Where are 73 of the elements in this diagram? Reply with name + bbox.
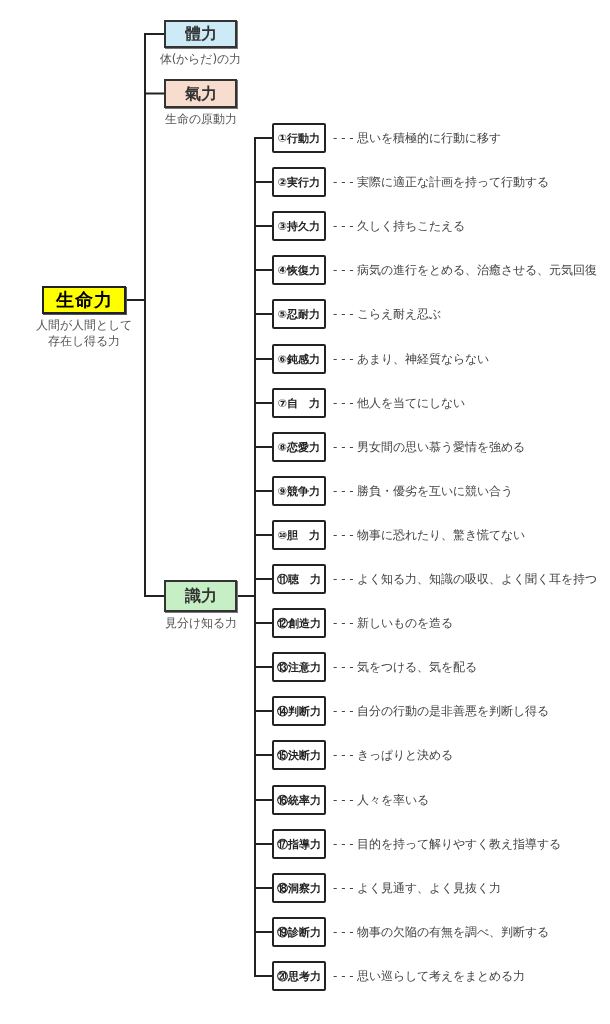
description-text: - - - きっぱりと決める: [333, 747, 454, 763]
root-concept-box: [42, 286, 126, 314]
ability-box: [272, 344, 326, 374]
description-text: - - - 気をつける、気を配る: [333, 659, 478, 675]
node-label: ⑯統率力: [277, 794, 321, 806]
description-text: - - - 実際に適正な計画を持って行動する: [333, 174, 550, 190]
ability-box: [272, 873, 326, 903]
node-label: 識力: [184, 588, 217, 604]
node-label: ⑳思考力: [277, 970, 321, 982]
caption-text: 体(からだ)の力: [159, 51, 242, 67]
category-box: [164, 580, 237, 612]
node-label: ④恢復力: [277, 264, 321, 276]
description-text: - - - 他人を当てにしない: [333, 395, 466, 411]
category-box: [164, 20, 237, 48]
description-text: - - - 勝負・優劣を互いに競い合う: [333, 483, 514, 499]
ability-box: [272, 961, 326, 991]
description-text: - - - 思い巡らして考えをまとめる力: [333, 968, 526, 984]
ability-box: [272, 785, 326, 815]
ability-box: [272, 829, 326, 859]
description-text: - - - 病気の進行をとめる、治癒させる、元気回復: [333, 262, 598, 278]
node-label: 氣力: [184, 85, 217, 102]
node-label: ③持久力: [277, 220, 321, 232]
ability-box: [272, 696, 326, 726]
caption-text: 生命の原動力: [164, 111, 237, 127]
ability-box: [272, 564, 326, 594]
tree-connector: [125, 299, 165, 597]
description-text: - - - あまり、神経質ならない: [333, 351, 490, 367]
description-text: - - - 自分の行動の是非善悪を判断し得る: [333, 703, 550, 719]
caption-text: 見分け知る力: [164, 615, 237, 631]
node-label: ⑦自 力: [277, 397, 321, 409]
ability-box: [272, 476, 326, 506]
description-text: - - - よく見通す、よく見抜く力: [333, 880, 502, 896]
ability-box: [272, 167, 326, 197]
description-text: - - - 物事に恐れたり、驚き慌てない: [333, 527, 526, 543]
caption-text: 人間が人間として存在し得る力: [35, 317, 133, 349]
ability-box: [272, 255, 326, 285]
node-label: ⑱洞察力: [277, 882, 321, 894]
node-label: 生命力: [55, 291, 113, 309]
node-label: ⑲診断力: [277, 926, 321, 938]
node-label: ⑰指導力: [277, 838, 321, 850]
description-text: - - - よく知る力、知識の吸収、よく聞く耳を持つ: [333, 571, 598, 587]
ability-box: [272, 520, 326, 550]
ability-box: [272, 432, 326, 462]
node-label: ⑫創造力: [277, 617, 321, 629]
category-box: [164, 79, 237, 108]
node-label: ⑪聴 力: [277, 573, 321, 585]
node-label: ⑤忍耐力: [277, 308, 321, 320]
node-label: ⑬注意力: [277, 661, 321, 673]
node-label: ⑭判断力: [277, 705, 321, 717]
node-label: ②実行力: [277, 176, 321, 188]
node-label: ⑮決断力: [277, 749, 321, 761]
ability-box: [272, 608, 326, 638]
ability-box: [272, 211, 326, 241]
node-label: ⑥鈍感力: [277, 353, 321, 365]
ability-box: [272, 917, 326, 947]
description-text: - - - 男女間の思い慕う愛情を強める: [333, 439, 526, 455]
ability-box: [272, 740, 326, 770]
node-label: ⑩胆 力: [277, 529, 321, 541]
description-text: - - - 久しく持ちこたえる: [333, 218, 466, 234]
ability-box: [272, 123, 326, 153]
description-text: - - - こらえ耐え忍ぶ: [333, 306, 442, 322]
description-text: - - - 物事の欠陥の有無を調べ、判断する: [333, 924, 550, 940]
description-text: - - - 思いを積極的に行動に移す: [333, 130, 502, 146]
node-label: 體力: [184, 26, 217, 42]
ability-box: [272, 652, 326, 682]
node-label: ⑨競争力: [277, 485, 321, 497]
ability-box: [272, 388, 326, 418]
description-text: - - - 新しいものを造る: [333, 615, 454, 631]
node-label: ①行動力: [277, 132, 321, 144]
description-text: - - - 人々を率いる: [333, 792, 430, 808]
ability-box: [272, 299, 326, 329]
description-text: - - - 目的を持って解りやすく教え指導する: [333, 836, 562, 852]
node-label: ⑧恋愛力: [277, 441, 321, 453]
